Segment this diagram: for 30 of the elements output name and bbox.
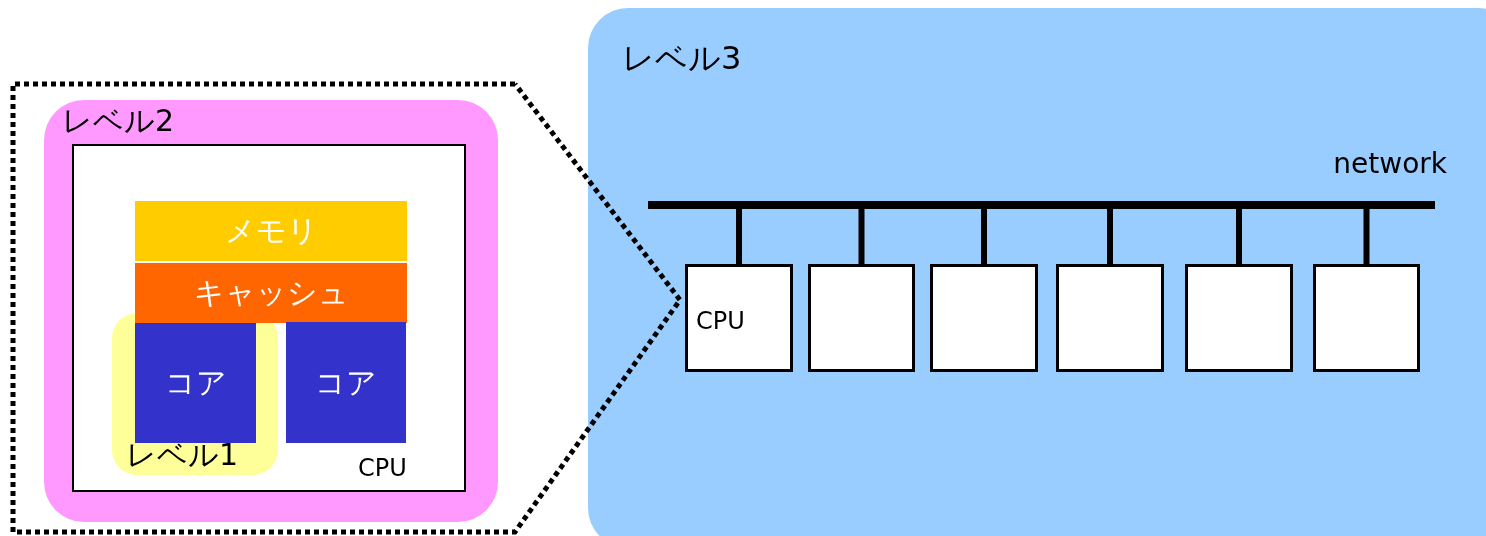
connector-line [981, 209, 987, 264]
node-box [1313, 264, 1420, 372]
core-label: コア [164, 367, 227, 398]
memory-bar [135, 201, 407, 261]
level-label: レベル3 [622, 42, 742, 74]
level-1-highlight [112, 313, 278, 475]
level-3-panel [588, 8, 1486, 536]
cpu-box [685, 264, 793, 372]
memory-label: メモリ [224, 216, 318, 246]
node-box [930, 264, 1038, 372]
cpu-box [72, 144, 466, 492]
network-label: network [1333, 150, 1447, 178]
level-label: レベル1 [126, 440, 239, 470]
level-2-panel [44, 100, 498, 522]
node-box [1056, 264, 1164, 372]
connector-line [736, 209, 742, 264]
core-label: コア [315, 367, 377, 398]
level-label: レベル2 [62, 106, 175, 136]
connector-line [1363, 209, 1370, 264]
core-block [135, 322, 256, 443]
cache-label: キャッシュ [193, 278, 349, 308]
cpu-label: CPU [696, 309, 745, 333]
node-box [1185, 264, 1293, 372]
connector-line [858, 209, 865, 264]
core-block [286, 322, 406, 443]
connector-line [1107, 209, 1113, 264]
cache-bar [135, 263, 407, 323]
connector-line [1236, 209, 1242, 264]
node-box [808, 264, 915, 372]
cpu-label: CPU [358, 456, 407, 480]
